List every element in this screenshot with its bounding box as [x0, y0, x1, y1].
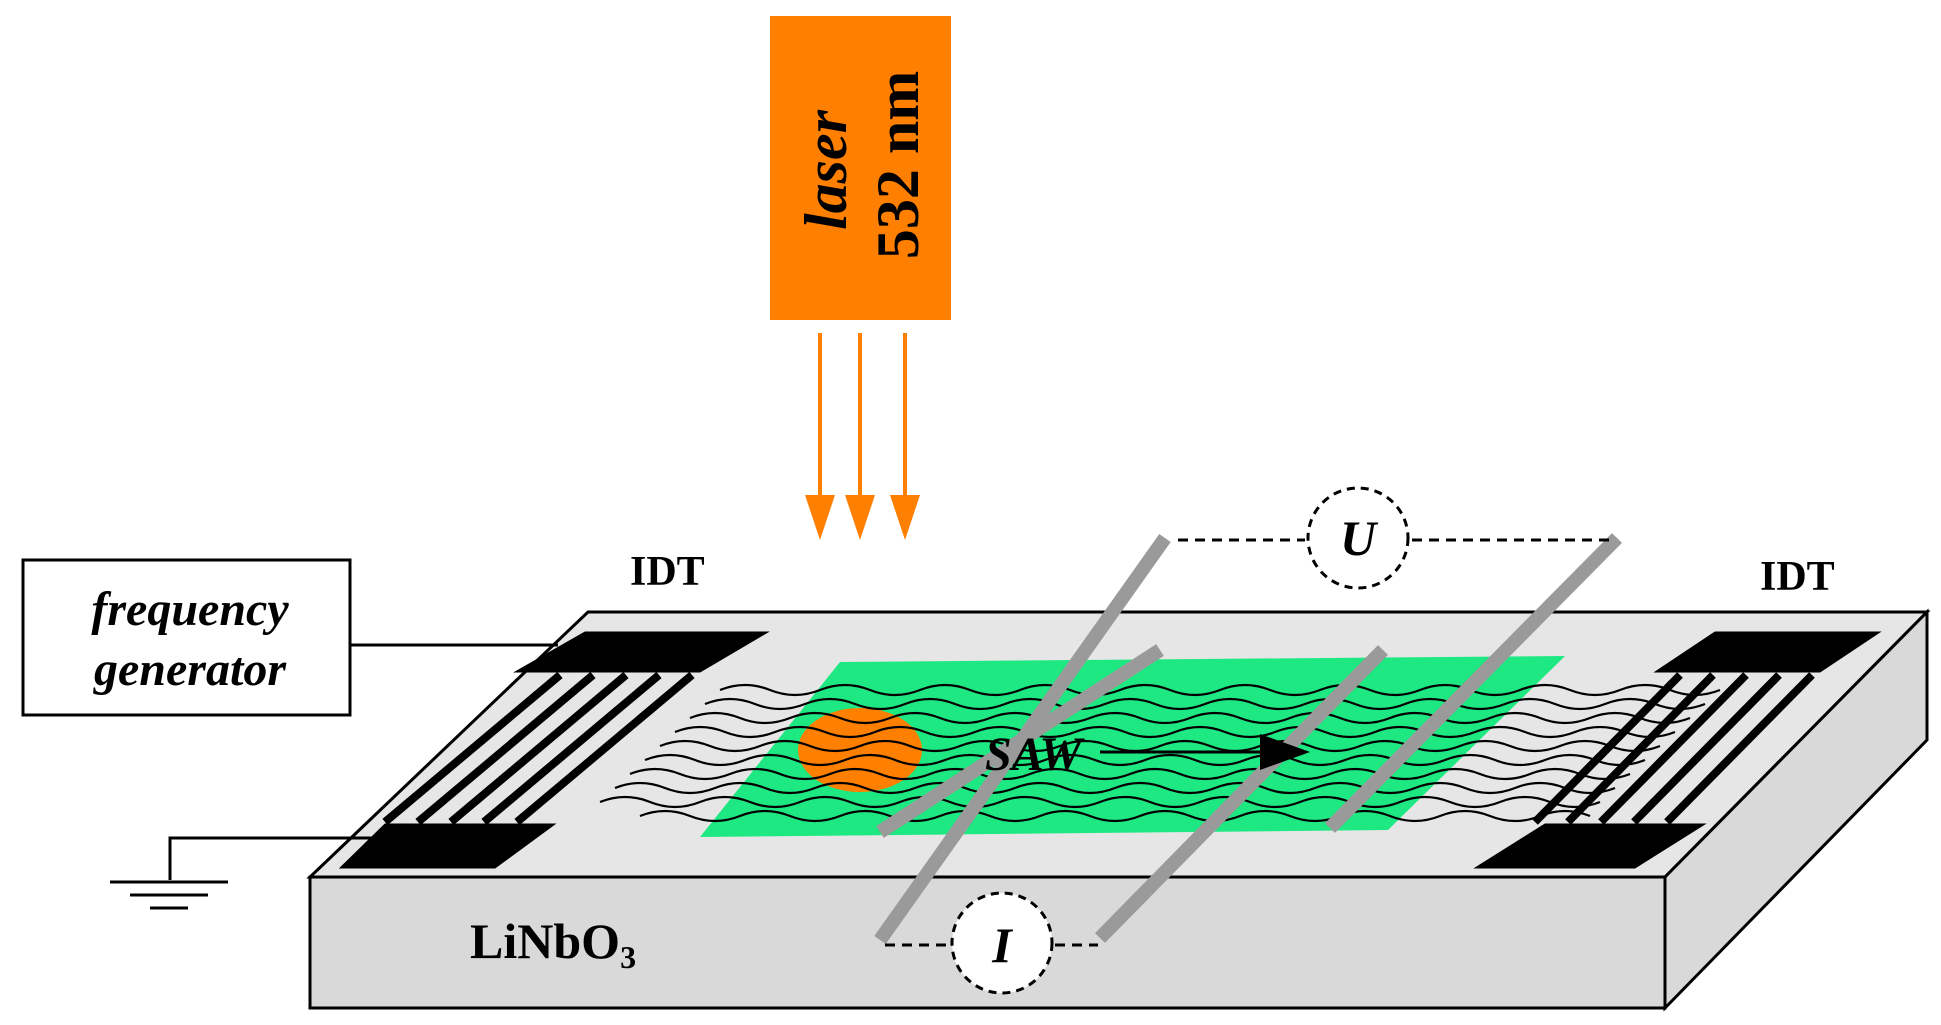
electrodes — [874, 533, 1622, 945]
idt-right — [1473, 631, 1882, 869]
ground-symbol — [110, 836, 425, 910]
idt-right-label: IDT — [1760, 554, 1835, 600]
generator-label-line1: frequency — [91, 583, 289, 636]
voltmeter-label: U — [1340, 510, 1379, 566]
frequency-generator: frequency generator — [21, 558, 558, 717]
saw-propagation: SAW — [985, 728, 1310, 781]
ammeter-label: I — [991, 917, 1013, 973]
laser-source: laser 532 nm — [770, 16, 951, 320]
laser-beams — [805, 333, 920, 540]
saw-label: SAW — [985, 728, 1085, 781]
idt-left — [338, 631, 770, 869]
ammeter-circuit: I — [885, 891, 1098, 995]
idt-left-label: IDT — [630, 549, 705, 595]
substrate-label: LiNbO3 — [470, 913, 636, 975]
saw-wavefronts — [599, 683, 1721, 823]
voltmeter-circuit: U — [1178, 486, 1610, 590]
electrode-current-right — [1095, 645, 1388, 943]
laser-label: laser — [793, 109, 859, 230]
electrode-voltage-right — [1325, 533, 1622, 833]
laser-spot — [798, 708, 922, 792]
ammeter-circle — [950, 891, 1054, 995]
voltmeter-circle — [1306, 486, 1410, 590]
electrode-current-left — [876, 644, 1164, 838]
generator-label-line2: generator — [93, 643, 287, 696]
laser-wavelength-label: 532 nm — [865, 71, 931, 259]
